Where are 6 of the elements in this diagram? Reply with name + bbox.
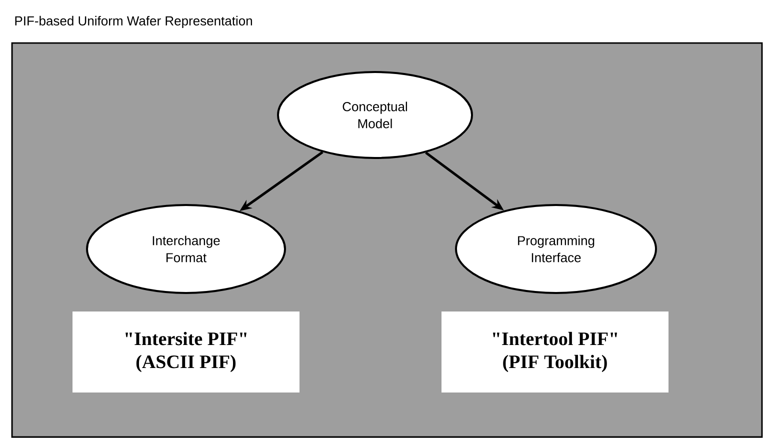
title: PIF-based Uniform Wafer Representation bbox=[15, 16, 252, 28]
ellipse-node: Interchange Format bbox=[86, 204, 286, 294]
label-card: "Intersite PIF" (ASCII PIF) bbox=[72, 311, 300, 392]
label-card: "Intertool PIF" (PIF Toolkit) bbox=[442, 311, 668, 392]
ellipse-node: Conceptual Model bbox=[277, 71, 473, 159]
ellipse-node: Programming Interface bbox=[455, 204, 657, 294]
